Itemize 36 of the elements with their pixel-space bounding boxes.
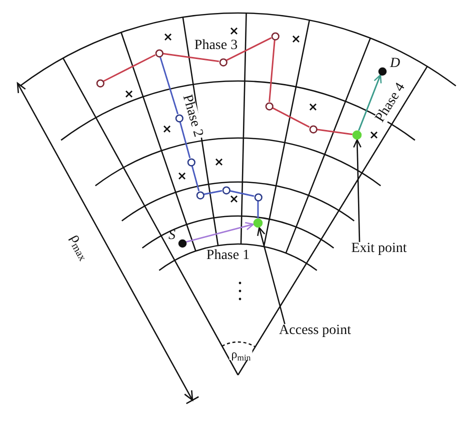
path-segment [268, 40, 276, 102]
endpoint-dot [178, 238, 186, 248]
waypoint-marker [218, 58, 228, 66]
waypoint-marker [222, 186, 230, 194]
access-point-dot [253, 218, 263, 228]
path-arrow [358, 74, 382, 131]
path-segment [230, 190, 254, 197]
waypoint-marker [254, 192, 262, 202]
leader-arrow [257, 226, 286, 324]
leader-arrow [353, 139, 362, 242]
path-arrow [186, 222, 254, 243]
exit-point-dot [352, 130, 362, 140]
path-segment [103, 54, 156, 82]
path-segment [257, 201, 259, 218]
path-segment [159, 56, 179, 114]
endpoint-dot [378, 66, 386, 76]
waypoint-marker [96, 78, 104, 88]
waypoint-marker [308, 124, 318, 134]
dimension-label: ρ$_{min}$ [229, 348, 253, 360]
waypoint-marker [264, 102, 274, 110]
waypoint-marker [154, 48, 164, 58]
waypoint-marker [270, 32, 280, 40]
path-segment [316, 128, 352, 136]
path-segment [191, 166, 200, 192]
waypoint-marker [174, 114, 184, 122]
callout-label: Exit point [351, 242, 407, 256]
path-segment [272, 107, 310, 128]
waypoint-marker [196, 190, 204, 200]
path-segment [179, 122, 191, 158]
callout-label: Access point [279, 324, 351, 338]
path-segment [226, 37, 272, 61]
waypoint-marker [186, 158, 196, 166]
point-label: D [390, 57, 400, 71]
path-segment [162, 52, 220, 62]
path-segment [204, 190, 222, 195]
edge-label: Phase 3 [192, 39, 240, 53]
